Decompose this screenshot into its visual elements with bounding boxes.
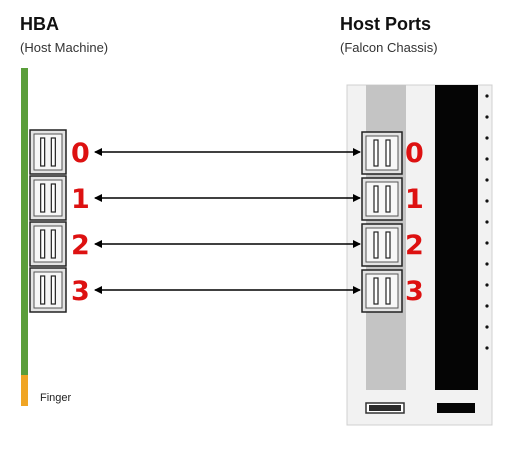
hba-pcb-edge	[21, 68, 28, 375]
hba-title: HBA	[20, 14, 59, 34]
black-slot-latch	[437, 403, 475, 413]
rail-dot	[485, 346, 489, 350]
rail-dot	[485, 157, 489, 161]
hba-port-1	[29, 175, 67, 221]
hba-port-number: 3	[71, 276, 90, 307]
rail-dots	[485, 94, 489, 350]
hba-port-number: 2	[71, 230, 90, 261]
host-port-number: 2	[405, 230, 424, 261]
host-port-3	[361, 269, 403, 313]
rail-dot	[485, 325, 489, 329]
host-port-1	[361, 177, 403, 221]
hba-card: Finger	[21, 68, 72, 406]
rail-dot	[485, 94, 489, 98]
hba-port-0	[29, 129, 67, 175]
black-slot	[435, 85, 478, 390]
hba-port-2	[29, 221, 67, 267]
host-port-0	[361, 131, 403, 175]
hba-port-number: 1	[71, 184, 90, 215]
host-ports-subtitle: (Falcon Chassis)	[340, 40, 438, 55]
rail-dot	[485, 115, 489, 119]
hba-port-3	[29, 267, 67, 313]
rail-dot	[485, 283, 489, 287]
hba-finger	[21, 375, 28, 406]
host-ports-title: Host Ports	[340, 14, 432, 34]
host-port-number: 1	[405, 184, 424, 215]
rail-dot	[485, 241, 489, 245]
finger-label: Finger	[40, 392, 72, 404]
rail-dot	[485, 199, 489, 203]
rail-dot	[485, 262, 489, 266]
host-port-number: 0	[405, 138, 424, 169]
host-port-2	[361, 223, 403, 267]
hba-subtitle: (Host Machine)	[20, 40, 109, 55]
host-port-number: 3	[405, 276, 424, 307]
rail-dot	[485, 136, 489, 140]
rail-dot	[485, 220, 489, 224]
hba-port-number: 0	[71, 138, 90, 169]
rail-dot	[485, 304, 489, 308]
rail-dot	[485, 178, 489, 182]
